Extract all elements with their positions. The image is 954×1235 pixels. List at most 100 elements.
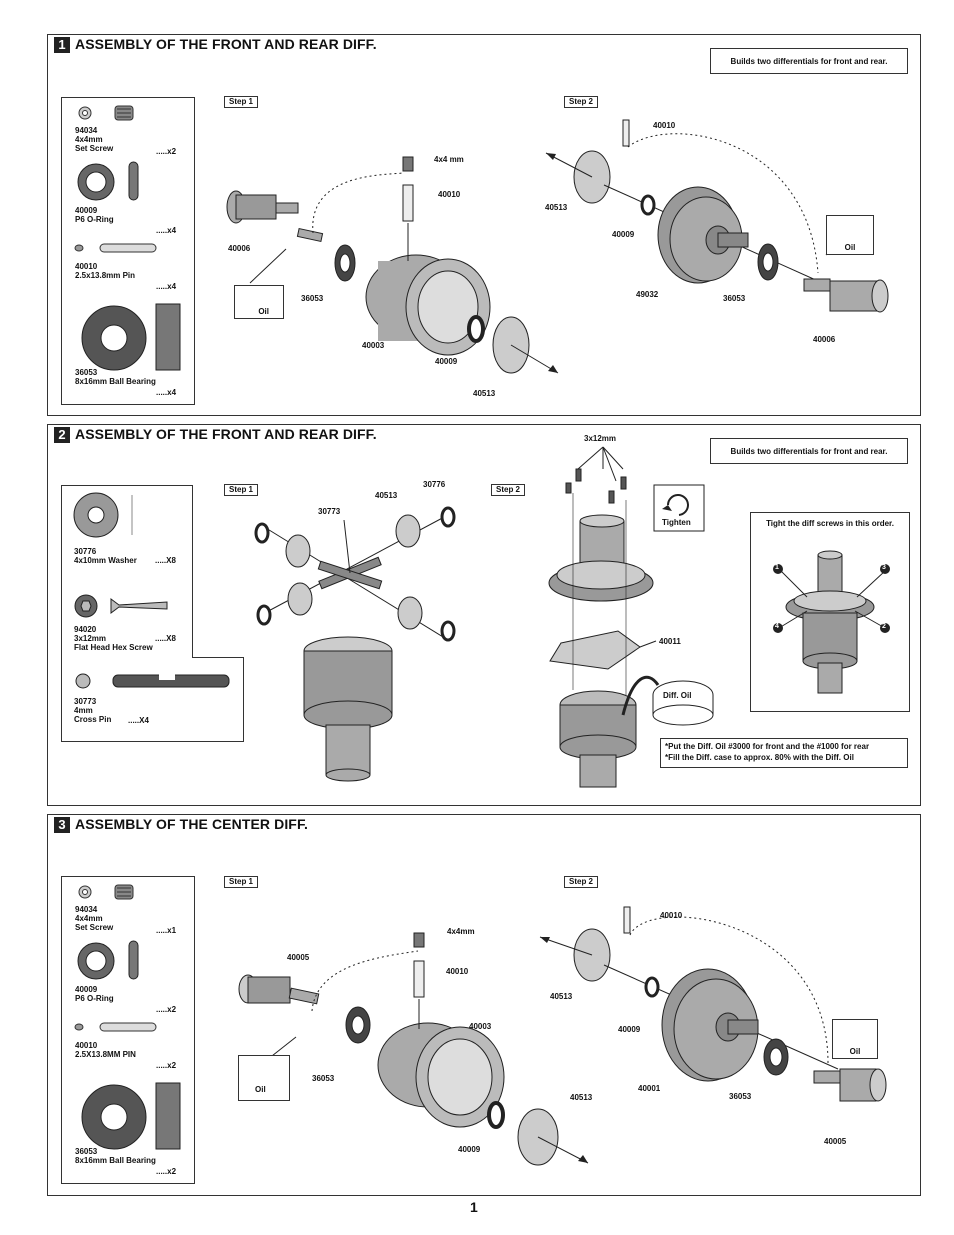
part-desc: P6 O-Ring — [75, 994, 114, 1003]
part-qty: .....x2 — [156, 1167, 177, 1176]
part-qty: .....x2 — [156, 1061, 177, 1070]
callout: 40006 — [813, 335, 836, 344]
oil-box: Oil — [234, 285, 284, 319]
section-1: 1 ASSEMBLY OF THE FRONT AND REAR DIFF. B… — [47, 34, 921, 416]
diff-screw-order-diagram — [773, 550, 890, 694]
diff-step2-illustration — [545, 119, 889, 313]
part-desc: 4x4mm Set Screw — [75, 914, 114, 932]
center-diff-step2-illustration — [539, 906, 887, 1102]
center-diff-step1-illustration — [238, 932, 589, 1166]
oil-box: Oil — [832, 1019, 878, 1059]
callout: 4x4mm — [447, 927, 475, 936]
parts-list: 94034 4x4mm Set Screw .....x1 40009 P6 O… — [61, 876, 195, 1184]
note-box: Builds two differentials for front and r… — [710, 48, 908, 74]
part-code: 36053 — [75, 368, 98, 377]
part-qty: .....x2 — [156, 1005, 177, 1014]
part-qty: .....x2 — [156, 147, 177, 156]
part-code: 30776 — [74, 547, 97, 556]
diff-screws-step2-illustration — [548, 446, 714, 788]
set-screw-icon — [74, 105, 181, 371]
callout: 40513 — [570, 1093, 593, 1102]
part-code: 40010 — [75, 1041, 98, 1050]
part-qty: .....x4 — [156, 388, 177, 397]
part-desc: 4x10mm Washer — [74, 556, 137, 565]
callout: 36053 — [723, 294, 746, 303]
callout: 40005 — [824, 1137, 847, 1146]
part-desc: 2.5x13.8mm Pin — [75, 271, 136, 280]
callout: 40009 — [618, 1025, 641, 1034]
callout: 40010 — [446, 967, 469, 976]
order-number: 4 — [775, 623, 779, 630]
part-code: 40010 — [75, 262, 98, 271]
section-number: 3 — [54, 817, 70, 833]
callout: 40003 — [362, 341, 385, 350]
section-title: ASSEMBLY OF THE CENTER DIFF. — [75, 816, 309, 832]
callout: 40010 — [653, 121, 676, 130]
callout: 36053 — [301, 294, 324, 303]
part-desc: 4mm Cross Pin — [74, 706, 112, 724]
section-title: ASSEMBLY OF THE FRONT AND REAR DIFF. — [75, 36, 377, 52]
step-2-label: Step 2 — [491, 484, 526, 496]
part-qty: .....x1 — [156, 926, 177, 935]
tighten-label: Tighten — [662, 518, 691, 527]
order-number: 3 — [882, 564, 886, 571]
section-3: 3 ASSEMBLY OF THE CENTER DIFF. Step 1 St… — [47, 814, 921, 1196]
part-qty: .....x4 — [156, 282, 177, 291]
section-2: 2 ASSEMBLY OF THE FRONT AND REAR DIFF. B… — [47, 424, 921, 806]
step-1-label: Step 1 — [224, 96, 259, 108]
callout: 40003 — [469, 1022, 492, 1031]
part-desc: 2.5X13.8MM PIN — [75, 1050, 136, 1059]
oil-box: Oil — [238, 1055, 290, 1101]
oil-note: *Put the Diff. Oil #3000 for front and t… — [660, 738, 908, 768]
callout: 40005 — [287, 953, 310, 962]
part-code: 94034 — [75, 126, 98, 135]
note-box: Builds two differentials for front and r… — [710, 438, 908, 464]
parts-list: 94034 4x4mm Set Screw .....x2 40009 P6 O… — [61, 97, 195, 405]
diff-step1-illustration — [226, 156, 559, 374]
oil-label: Oil — [849, 1047, 861, 1056]
part-qty: .....X4 — [128, 716, 149, 725]
callout: 40011 — [659, 637, 681, 646]
diff-oil-label: Diff. Oil — [663, 691, 692, 700]
order-title: Tight the diff screws in this order. — [766, 519, 894, 528]
callout: 40010 — [438, 190, 461, 199]
order-number: 2 — [882, 623, 886, 630]
screw-order-box: Tight the diff screws in this order. 1 3… — [750, 512, 910, 712]
part-desc: P6 O-Ring — [75, 215, 114, 224]
callout: 30773 — [318, 507, 341, 516]
part-qty: .....X8 — [155, 556, 176, 565]
oil-label: Oil — [255, 1085, 266, 1094]
oil-label: Oil — [844, 243, 856, 252]
callout: 36053 — [729, 1092, 752, 1101]
part-code: 30773 — [74, 697, 97, 706]
step-2-label: Step 2 — [564, 876, 599, 888]
callout: 36053 — [312, 1074, 335, 1083]
section-number: 1 — [54, 37, 70, 53]
part-code: 94020 — [74, 625, 97, 634]
oil-note-line-2: *Fill the Diff. case to approx. 80% with… — [665, 753, 854, 762]
callout: 40009 — [612, 230, 635, 239]
oil-note-line-1: *Put the Diff. Oil #3000 for front and t… — [665, 742, 870, 751]
part-code: 36053 — [75, 1147, 98, 1156]
callout: 3x12mm — [584, 434, 617, 443]
part-qty: .....x4 — [156, 226, 177, 235]
part-desc: 4x4mm Set Screw — [75, 135, 114, 153]
order-number: 1 — [775, 564, 779, 571]
callout: 30776 — [423, 480, 446, 489]
oil-label: Oil — [258, 307, 269, 316]
set-screw-icon — [74, 884, 181, 1150]
page-number: 1 — [470, 1199, 478, 1215]
part-desc: 8x16mm Ball Bearing — [75, 1156, 156, 1165]
part-code: 94034 — [75, 905, 98, 914]
callout: 40001 — [638, 1084, 661, 1093]
callout: 49032 — [636, 290, 659, 299]
step-2-label: Step 2 — [564, 96, 599, 108]
part-code: 40009 — [75, 206, 98, 215]
callout: 40010 — [660, 911, 683, 920]
step-1-label: Step 1 — [224, 876, 259, 888]
callout: 4x4 mm — [434, 155, 464, 164]
callout: 40513 — [375, 491, 398, 500]
callout: 40006 — [228, 244, 251, 253]
part-code: 40009 — [75, 985, 98, 994]
callout: 40513 — [473, 389, 496, 398]
